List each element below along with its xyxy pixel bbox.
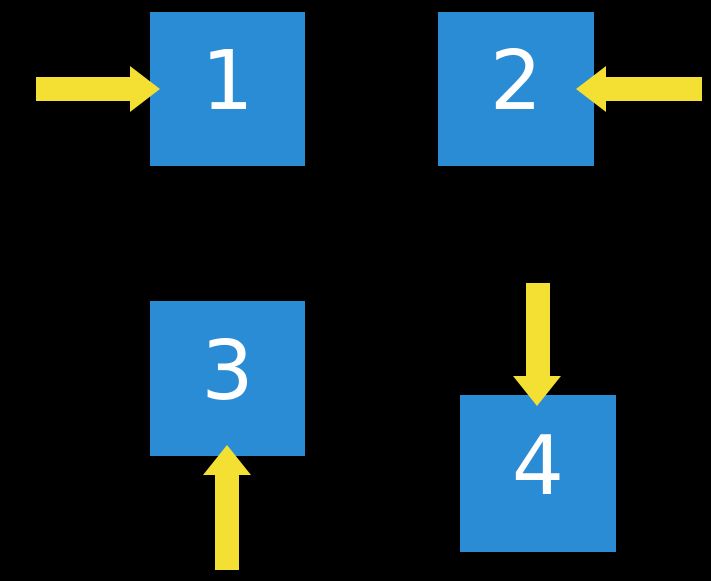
right-arrow-head <box>130 66 160 112</box>
box-1: 1 <box>150 12 305 166</box>
box-2: 2 <box>438 12 594 166</box>
right-arrow-shaft <box>36 77 130 101</box>
box-2-label: 2 <box>489 34 543 129</box>
up-arrow-head <box>203 445 251 475</box>
left-arrow-head <box>576 66 606 112</box>
down-arrow-shaft <box>526 283 550 376</box>
box-3: 3 <box>150 301 305 456</box>
box-1-label: 1 <box>201 34 254 129</box>
box-4-label: 4 <box>511 418 565 514</box>
left-arrow-shaft <box>606 77 702 101</box>
down-arrow-head <box>513 376 561 406</box>
box-3-label: 3 <box>201 323 254 419</box>
box-4: 4 <box>460 395 616 552</box>
up-arrow-shaft <box>215 475 239 570</box>
